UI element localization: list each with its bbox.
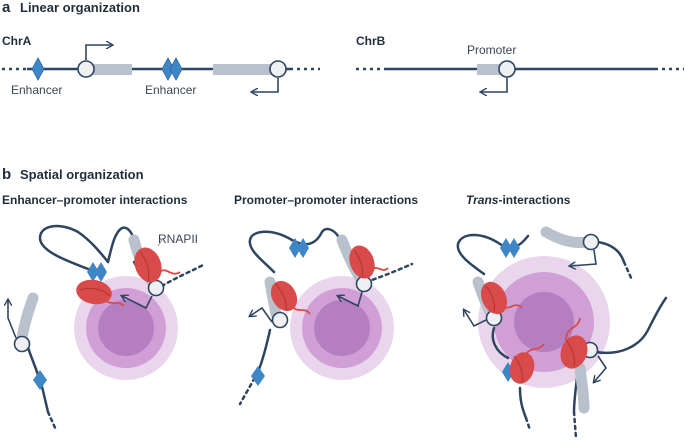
promoter-circle-icon [269,60,287,78]
rnapii-icon [349,245,389,279]
enhancer-diamond-icon [31,57,45,81]
chrb-label: ChrB [356,34,386,48]
tss-arrow-icon [594,355,608,382]
tss-arrow-icon [338,291,363,308]
gene-body-1 [92,64,132,75]
promoter-circle-icon [355,275,373,293]
panel-b-title: Spatial organization [20,167,144,182]
rnapii-icon [270,280,311,315]
panel-b-letter: b [2,166,12,183]
tss-arrow-icon [481,78,508,92]
enhancer-label-2: Enhancer [145,83,197,97]
enhancer-diamond-icon [289,238,309,258]
gene-body-chrb [477,64,505,75]
subtitle-trans-italic: Trans [466,193,499,207]
promoter-circle-icon [582,233,600,251]
rnapii-label: RNAPII [158,232,199,246]
tss-arrow-icon [122,296,153,310]
subtitle-trans-rest: -interactions [498,193,571,207]
gene-body-b3-top [540,226,592,248]
tss-arrow-icon [464,310,487,328]
gene-body-b1-left [16,292,39,344]
subtitle-promoter-promoter: Promoter–promoter interactions [234,193,419,207]
tss-arrow-icon [8,300,17,339]
enhancer-label-1: Enhancer [11,83,63,97]
tss-arrow-icon [570,249,597,266]
rnapii-icon [480,281,523,315]
enhancer-diamond-icon [33,370,47,390]
gene-body-2 [213,64,273,75]
tss-arrow-icon [250,306,273,323]
promoter-circle-icon [498,60,516,78]
promoter-circle-icon [13,335,31,353]
gene-body-b3-bottom [574,362,590,414]
promoter-circle-icon [147,279,165,297]
promoter-circle-icon [271,311,289,329]
subtitle-trans-interactions: Trans-interactions [466,194,570,206]
subtitle-enhancer-promoter: Enhancer–promoter interactions [2,193,188,207]
panel-a-letter: a [2,0,11,16]
panel-a-title: Linear organization [20,0,140,15]
promoter-label: Promoter [467,43,517,57]
rnapii-icon [134,239,181,283]
enhancer-diamond-icon [161,57,183,81]
rnapii-icon [76,279,125,307]
tss-arrow-icon [85,45,112,60]
rnapii-icon [509,343,545,384]
enhancer-diamond-icon [500,238,520,258]
chra-label: ChrA [2,34,32,48]
tss-arrow-icon [252,78,279,92]
enhancer-diamond-icon [87,262,107,282]
condensate-hub-icon [290,276,394,380]
rnapii-icon [560,317,588,369]
promoter-circle-icon [77,60,95,78]
enhancer-diamond-icon [251,366,265,386]
